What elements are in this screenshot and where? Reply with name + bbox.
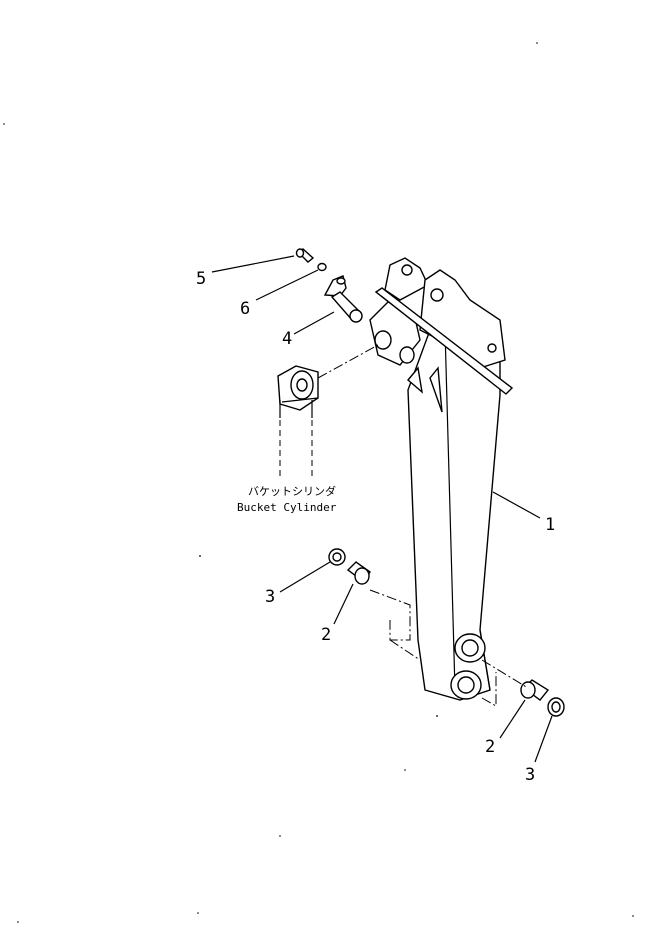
leader-line-5 — [211, 255, 295, 273]
scan-specks — [3, 42, 634, 923]
seal-right-part — [547, 697, 565, 717]
cylinder-label-en: Bucket Cylinder — [237, 501, 337, 514]
callout-seal-right: 3 — [525, 765, 535, 785]
leader-line-2-left — [333, 583, 354, 625]
callout-pin: 4 — [282, 329, 292, 349]
bucket-cylinder — [277, 365, 319, 480]
callout-arm: 1 — [545, 515, 555, 535]
leader-line-6 — [255, 269, 319, 301]
leader-line-2-right — [499, 699, 526, 739]
leader-line-1 — [492, 491, 541, 519]
washer-part — [317, 262, 327, 272]
callout-washer: 6 — [240, 299, 250, 319]
bushing-alignment-line-right — [481, 659, 529, 689]
cylinder-alignment-line — [317, 344, 379, 379]
bushing-left-part — [346, 561, 371, 585]
seal-left-part — [328, 548, 346, 566]
bushing-alignment-line-left — [369, 589, 411, 641]
bolt-part — [295, 248, 315, 263]
bushing-alignment-line-right-2 — [481, 672, 497, 707]
callout-bushing-right: 2 — [485, 737, 495, 757]
leader-line-3-left — [279, 561, 331, 593]
bushing-right-part — [520, 679, 550, 701]
leader-line-4 — [293, 311, 335, 335]
pin-part — [323, 275, 363, 323]
callout-bolt: 5 — [196, 269, 206, 289]
callout-bushing-left: 2 — [321, 625, 331, 645]
cylinder-label-jp: バケットシリンダ — [248, 484, 336, 498]
callout-seal-left: 3 — [265, 587, 275, 607]
leader-line-3-right — [534, 715, 553, 763]
bushing-alignment-line-left-2 — [389, 639, 421, 661]
arm-part — [369, 257, 514, 701]
